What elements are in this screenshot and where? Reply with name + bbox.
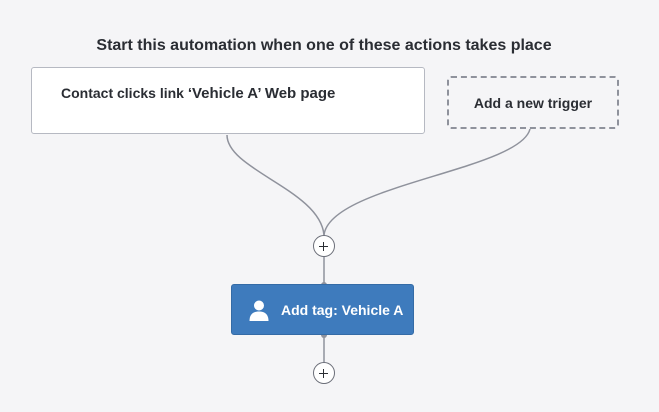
user-icon [249, 300, 269, 321]
add-trigger-label: Add a new trigger [473, 94, 593, 111]
trigger-text: Contact clicks link ‘Vehicle A’ Web page [61, 85, 335, 102]
add-step-button-end[interactable] [313, 362, 335, 384]
action-label: Add tag: Vehicle A [281, 302, 404, 318]
connector-add-trigger-to-join [323, 128, 531, 236]
add-step-button[interactable] [313, 235, 335, 257]
action-card-add-tag[interactable]: Add tag: Vehicle A [231, 284, 414, 335]
connector-trigger-to-join [226, 134, 325, 236]
trigger-card[interactable]: Contact clicks link ‘Vehicle A’ Web page [31, 67, 425, 134]
trigger-value: ‘Vehicle A’ Web page [187, 85, 336, 102]
page-title: Start this automation when one of these … [96, 37, 552, 54]
trigger-label: Contact clicks link [61, 85, 188, 101]
add-trigger-button[interactable]: Add a new trigger [447, 76, 619, 129]
